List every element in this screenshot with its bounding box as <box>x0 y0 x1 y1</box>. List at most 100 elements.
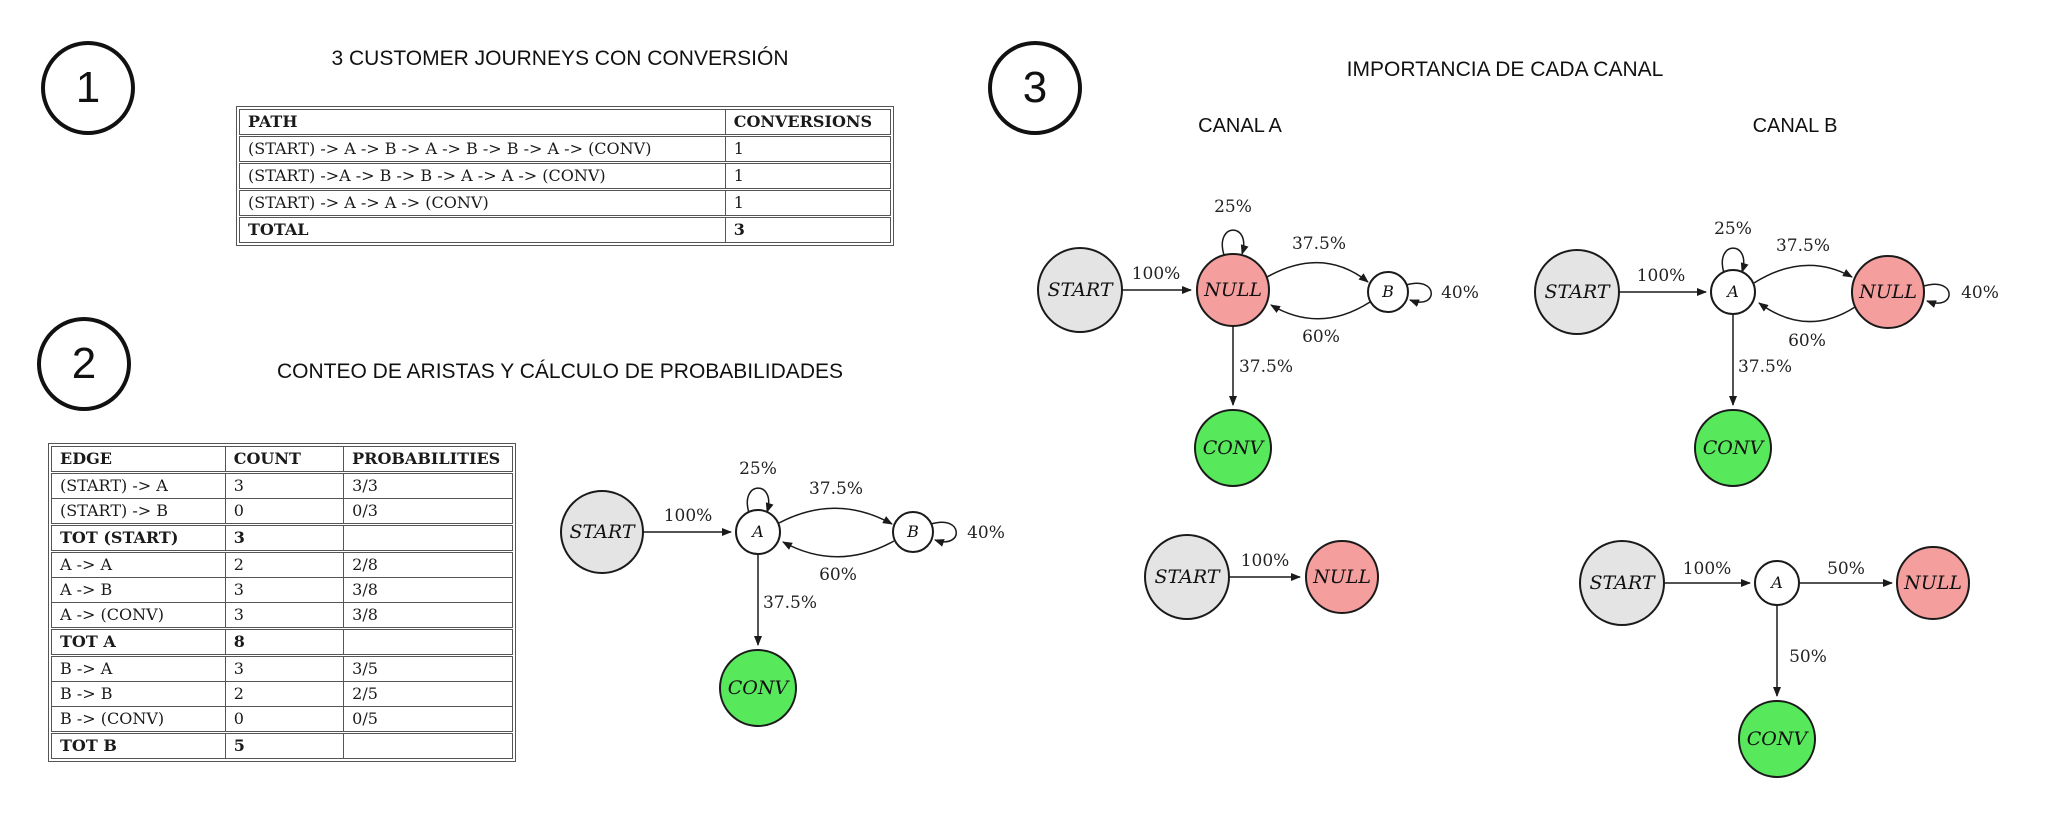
state-node-conv <box>719 649 797 727</box>
table-cell: 3/8 <box>343 577 513 603</box>
section-3-title: IMPORTANCIA DE CADA CANAL <box>1346 58 1664 81</box>
table-cell: (START) -> A -> B -> A -> B -> B -> A ->… <box>239 135 726 163</box>
edge-b-self-loop <box>1405 282 1432 307</box>
edge-a-to-b <box>778 507 893 525</box>
state-node-conv <box>1738 700 1816 778</box>
table-cell: 3 <box>224 602 345 629</box>
edge-label: 40% <box>1961 283 1999 303</box>
edge-label: 37.5% <box>1239 357 1293 377</box>
state-label-conv: CONV <box>1703 437 1766 459</box>
table-cell: 8 <box>224 627 345 656</box>
state-node-start <box>1037 247 1123 333</box>
column-header: PROBABILITIES <box>343 446 513 474</box>
edge-b-self-loop <box>930 521 957 547</box>
edge-label: 25% <box>1214 197 1252 217</box>
edge-a-self-loop <box>746 487 774 514</box>
canal-a-removed-diagram: START NULL B CONV 100% 25% 37.5% 60% 40%… <box>1037 197 1479 487</box>
table-cell: 3 <box>224 472 345 499</box>
edge-null-self-loop <box>1923 283 1950 308</box>
state-node-b <box>892 511 934 553</box>
edge-null-self-loop <box>1221 229 1249 256</box>
state-label-start: START <box>1047 279 1113 301</box>
state-label-start: START <box>569 521 635 543</box>
canal-b-removed-diagram: START A NULL CONV 100% 25% 37.5% 60% 40%… <box>1534 219 1999 487</box>
table-cell: 3/3 <box>343 472 513 499</box>
table-cell: A -> A <box>51 550 226 578</box>
state-label-conv: CONV <box>1747 728 1810 750</box>
table-cell: 2 <box>224 550 345 578</box>
table-cell: 3 <box>224 654 345 682</box>
state-label-null: NULL <box>1858 281 1917 303</box>
edge-null-to-b <box>1266 261 1369 283</box>
canal-a-result-diagram: START NULL 100% <box>1144 534 1379 620</box>
table-cell: 2 <box>224 681 345 707</box>
state-label-start: START <box>1154 566 1220 588</box>
state-node-conv <box>1194 409 1272 487</box>
column-header: COUNT <box>224 446 345 474</box>
table-cell: 3/5 <box>343 654 513 682</box>
state-node-null <box>1896 546 1970 620</box>
table-cell: 3/8 <box>343 602 513 629</box>
table-cell: B -> A <box>51 654 226 682</box>
state-label-b: B <box>906 522 919 541</box>
table-cell <box>343 731 513 759</box>
table-cell: 1 <box>724 135 892 163</box>
edge-label: 25% <box>739 459 777 479</box>
table-row: TOT (START)3 <box>51 523 513 552</box>
section-3-number: 3 <box>1022 63 1048 112</box>
table-cell: A -> (CONV) <box>51 602 226 629</box>
edge-label: 100% <box>664 506 713 526</box>
canal-b-result-diagram: START A NULL CONV 100% 50% 50% <box>1579 540 1970 778</box>
edge-label: 40% <box>1441 283 1479 303</box>
edge-label: 37.5% <box>1292 234 1346 254</box>
state-label-a: A <box>1769 573 1783 592</box>
table-cell: 5 <box>224 731 345 759</box>
state-node-a <box>1754 560 1800 606</box>
state-label-null: NULL <box>1203 279 1262 301</box>
table-cell: 2/5 <box>343 681 513 707</box>
table-cell: 1 <box>724 188 892 217</box>
section-2-title: CONTEO DE ARISTAS Y CÁLCULO DE PROBABILI… <box>277 360 843 383</box>
state-label-start: START <box>1544 281 1610 303</box>
state-node-b <box>1367 271 1409 313</box>
edge-label: 60% <box>1788 331 1826 351</box>
edge-label: 50% <box>1789 647 1827 667</box>
markov-diagram-full: START A B CONV 100% 25% 37.5% 60% 40% 37… <box>560 459 1005 727</box>
table-row: (START) ->A -> B -> B -> A -> A -> (CONV… <box>239 161 892 190</box>
edge-label: 37.5% <box>1776 236 1830 256</box>
table-cell: 0/3 <box>343 498 513 525</box>
table-cell: TOT A <box>51 627 226 656</box>
section-1-title: 3 CUSTOMER JOURNEYS CON CONVERSIÓN <box>331 47 789 70</box>
state-node-start <box>1534 249 1620 335</box>
edge-label: 50% <box>1827 559 1865 579</box>
section-2-badge: 2 <box>37 317 131 411</box>
state-label-null: NULL <box>1903 572 1962 594</box>
state-node-null <box>1305 540 1379 614</box>
edge-null-to-a <box>1758 302 1856 323</box>
table-cell: (START) ->A -> B -> B -> A -> A -> (CONV… <box>239 161 726 190</box>
state-label-conv: CONV <box>1203 437 1266 459</box>
edge-label: 100% <box>1132 264 1181 284</box>
table-cell: (START) -> B <box>51 498 226 525</box>
edge-b-to-null <box>1270 301 1371 320</box>
state-node-start <box>560 490 644 574</box>
section-1-number: 1 <box>75 63 101 112</box>
table-cell: 1 <box>724 161 892 190</box>
table-row: (START) -> A -> B -> A -> B -> B -> A ->… <box>239 135 892 163</box>
edge-label: 37.5% <box>809 479 863 499</box>
state-label-start: START <box>1589 572 1655 594</box>
state-node-start <box>1579 540 1665 626</box>
table-cell: TOTAL <box>239 215 726 243</box>
edge-label: 100% <box>1637 266 1686 286</box>
table-cell: A -> B <box>51 577 226 603</box>
edge-label: 60% <box>1302 327 1340 347</box>
